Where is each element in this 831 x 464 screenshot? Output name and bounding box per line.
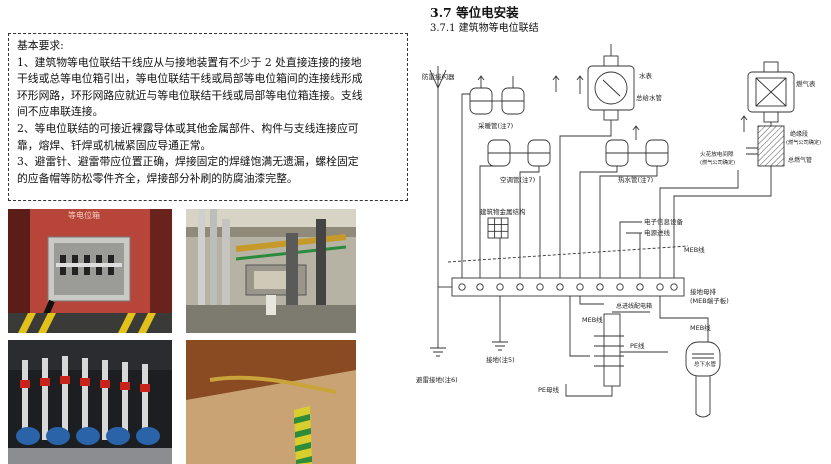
label-pe-bus: PE母线 xyxy=(538,385,560,394)
lightning-rod xyxy=(429,66,447,357)
label-hot-water: 热水管(注7) xyxy=(618,175,653,184)
meb-terminal-bar xyxy=(451,277,685,297)
label-meb-line-2: MEB线 xyxy=(582,315,603,324)
label-distribution-box: 总进线配电箱 xyxy=(616,302,652,310)
label-meb-line-3: MEB线 xyxy=(690,323,711,332)
label-power-line: 电源进线 xyxy=(644,228,671,237)
requirements-line: 干线或总等电位箱引出，等电位联结干线或局部等电位箱间的连接线形成 xyxy=(17,72,363,86)
label-pe-line: PE线 xyxy=(630,341,645,350)
terminal-bolt xyxy=(536,283,544,291)
photo-sign-text: 等电位箱 xyxy=(68,210,100,220)
terminal-bolt xyxy=(656,283,664,291)
terminal-bolt xyxy=(458,283,466,291)
label-gas-meter: 燃气表 xyxy=(796,79,816,88)
water-meter xyxy=(587,44,635,134)
requirements-heading: 基本要求: xyxy=(17,39,64,52)
label-spark-gap: 火花放电间隙 xyxy=(700,150,734,158)
label-ac: 空调管(注7) xyxy=(500,175,535,184)
label-insulation-note: (燃气公司确定) xyxy=(786,138,821,146)
terminal-bolt xyxy=(476,283,484,291)
building-steel-structure xyxy=(487,217,509,239)
requirements-line: 间不应串联连接。 xyxy=(17,105,104,119)
requirements-line: 靠，熔焊、钎焊或机械紧固应导通正常。 xyxy=(17,138,212,152)
label-heating: 采暖管(注7) xyxy=(478,121,513,130)
photo-equipotential-box: 等电位箱 xyxy=(8,209,172,333)
photo-grounding-strip xyxy=(186,340,356,464)
terminal-bolt xyxy=(516,283,524,291)
requirements-line: 2、等电位联结的可接近裸露导体或其他金属部件、构件与支线连接应可 xyxy=(17,121,359,135)
label-insulation: 绝缘段 xyxy=(790,130,808,138)
requirements-line: 3、避雷针、避雷带应位置正确，焊接固定的焊缝饱满无遗漏，螺栓固定 xyxy=(17,155,359,169)
label-spark-gap-note: (燃气公司确定) xyxy=(700,158,735,166)
requirements-box: 基本要求: 1、建筑物等电位联结干线应从与接地装置有不少于 2 处直接连接的接地… xyxy=(8,33,408,201)
photo-conduit-bonding xyxy=(186,209,356,333)
section-title: 3.7 等位电安装 xyxy=(430,5,519,20)
terminal-bolt xyxy=(496,283,504,291)
label-water-meter: 水表 xyxy=(639,71,653,80)
label-lightning-ground: 避雷接地(注6) xyxy=(416,375,458,384)
label-meb-line: MEB线 xyxy=(684,245,705,254)
label-building-steel: 建筑物金属结构 xyxy=(480,207,526,216)
label-electronic: 电子信息设备 xyxy=(644,217,684,226)
label-main-water: 总给水管 xyxy=(636,93,663,102)
hot-water-pipes xyxy=(605,125,669,167)
label-meb-terminal-board: (MEB端子板) xyxy=(690,296,729,305)
gas-meter xyxy=(740,61,795,194)
terminal-bolt xyxy=(576,283,584,291)
terminal-bolt xyxy=(636,283,644,291)
equipotential-wiring-diagram: 防雷接闪器 避雷接地(注6) 接地母排 (MEB端子板) 采暖管(注7) 水表 … xyxy=(416,44,821,418)
photo-pump-room xyxy=(8,340,172,464)
requirements-line: 1、建筑物等电位联结干线应从与接地装置有不少于 2 处直接连接的接地 xyxy=(17,55,362,69)
label-underground-water: 总下水管 xyxy=(694,360,717,368)
section-subtitle: 3.7.1 建筑物等电位联结 xyxy=(430,23,539,34)
label-ground-5: 接地(注5) xyxy=(486,355,515,364)
requirements-line: 环形网路，环形网路应就近与等电位联结干线或局部等电位箱连接。支线 xyxy=(17,88,363,102)
label-gas-pipe: 总燃气管 xyxy=(788,156,812,164)
underground-water-pipe xyxy=(685,341,721,377)
label-lightning-rod: 防雷接闪器 xyxy=(422,72,455,81)
terminal-bolt xyxy=(670,283,678,291)
label-meb-terminal: 接地母排 xyxy=(690,287,717,296)
requirements-line: 的应备帽等防松零件齐全，焊接部分补刷的防腐油漆完整。 xyxy=(17,171,298,185)
heating-pipes xyxy=(469,75,525,115)
terminal-bolt xyxy=(596,283,604,291)
terminal-bolt xyxy=(556,283,564,291)
ac-pipes xyxy=(487,139,551,167)
terminal-bolt xyxy=(616,283,624,291)
